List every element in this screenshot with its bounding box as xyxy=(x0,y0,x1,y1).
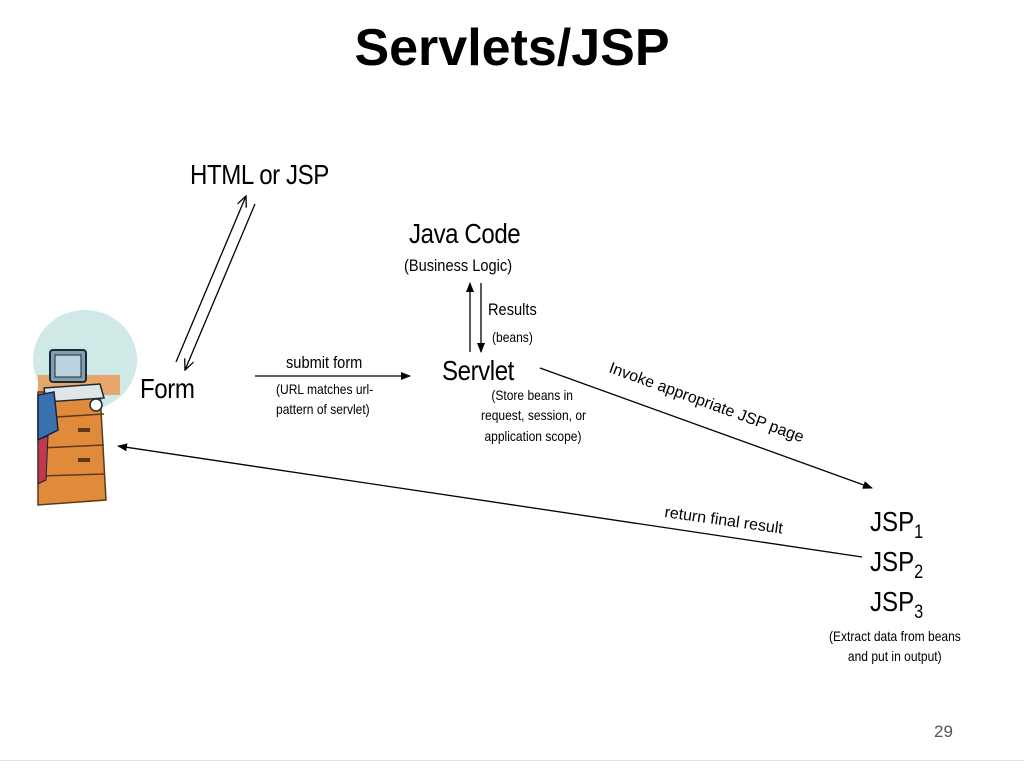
arrow-form-to-html xyxy=(175,196,246,363)
extract-data-note: (Extract data from beans and put in outp… xyxy=(829,626,961,667)
footer-divider xyxy=(0,760,1024,761)
computer-user-clipart xyxy=(33,310,137,506)
store-beans-note: (Store beans in request, session, or app… xyxy=(481,385,586,446)
beans-label: (beans) xyxy=(492,329,533,345)
slide-title: Servlets/JSP xyxy=(354,19,670,77)
arrow-return-result xyxy=(117,443,863,558)
store-beans-line-3: application scope) xyxy=(484,427,582,444)
return-result-label: return final result xyxy=(663,504,784,537)
servlet-node: Servlet xyxy=(442,355,514,386)
form-node: Form xyxy=(140,373,195,404)
arrow-invoke-jsp xyxy=(539,367,873,489)
jsp-page-3: JSP3 xyxy=(870,585,924,623)
arrow-html-to-form xyxy=(185,203,256,370)
slide-number: 29 xyxy=(934,722,953,741)
jsp-pages-node: JSP1 JSP2 JSP3 xyxy=(870,505,923,624)
business-logic-label: (Business Logic) xyxy=(404,256,513,275)
java-code-node: Java Code xyxy=(409,218,521,249)
extract-data-line-2: and put in output) xyxy=(847,648,942,665)
extract-data-line-1: (Extract data from beans xyxy=(829,628,961,644)
store-beans-line-2: request, session, or xyxy=(481,407,587,424)
url-match-note: (URL matches url- pattern of servlet) xyxy=(276,379,373,420)
url-match-line-2: pattern of servlet) xyxy=(276,401,370,418)
results-label: Results xyxy=(488,300,537,319)
html-or-jsp-node: HTML or JSP xyxy=(190,159,329,190)
submit-form-label: submit form xyxy=(286,353,363,372)
jsp-page-1: JSP1 xyxy=(870,506,924,543)
store-beans-line-1: (Store beans in xyxy=(491,387,573,403)
jsp-page-2: JSP2 xyxy=(870,545,924,583)
url-match-line-1: (URL matches url- xyxy=(276,381,374,397)
